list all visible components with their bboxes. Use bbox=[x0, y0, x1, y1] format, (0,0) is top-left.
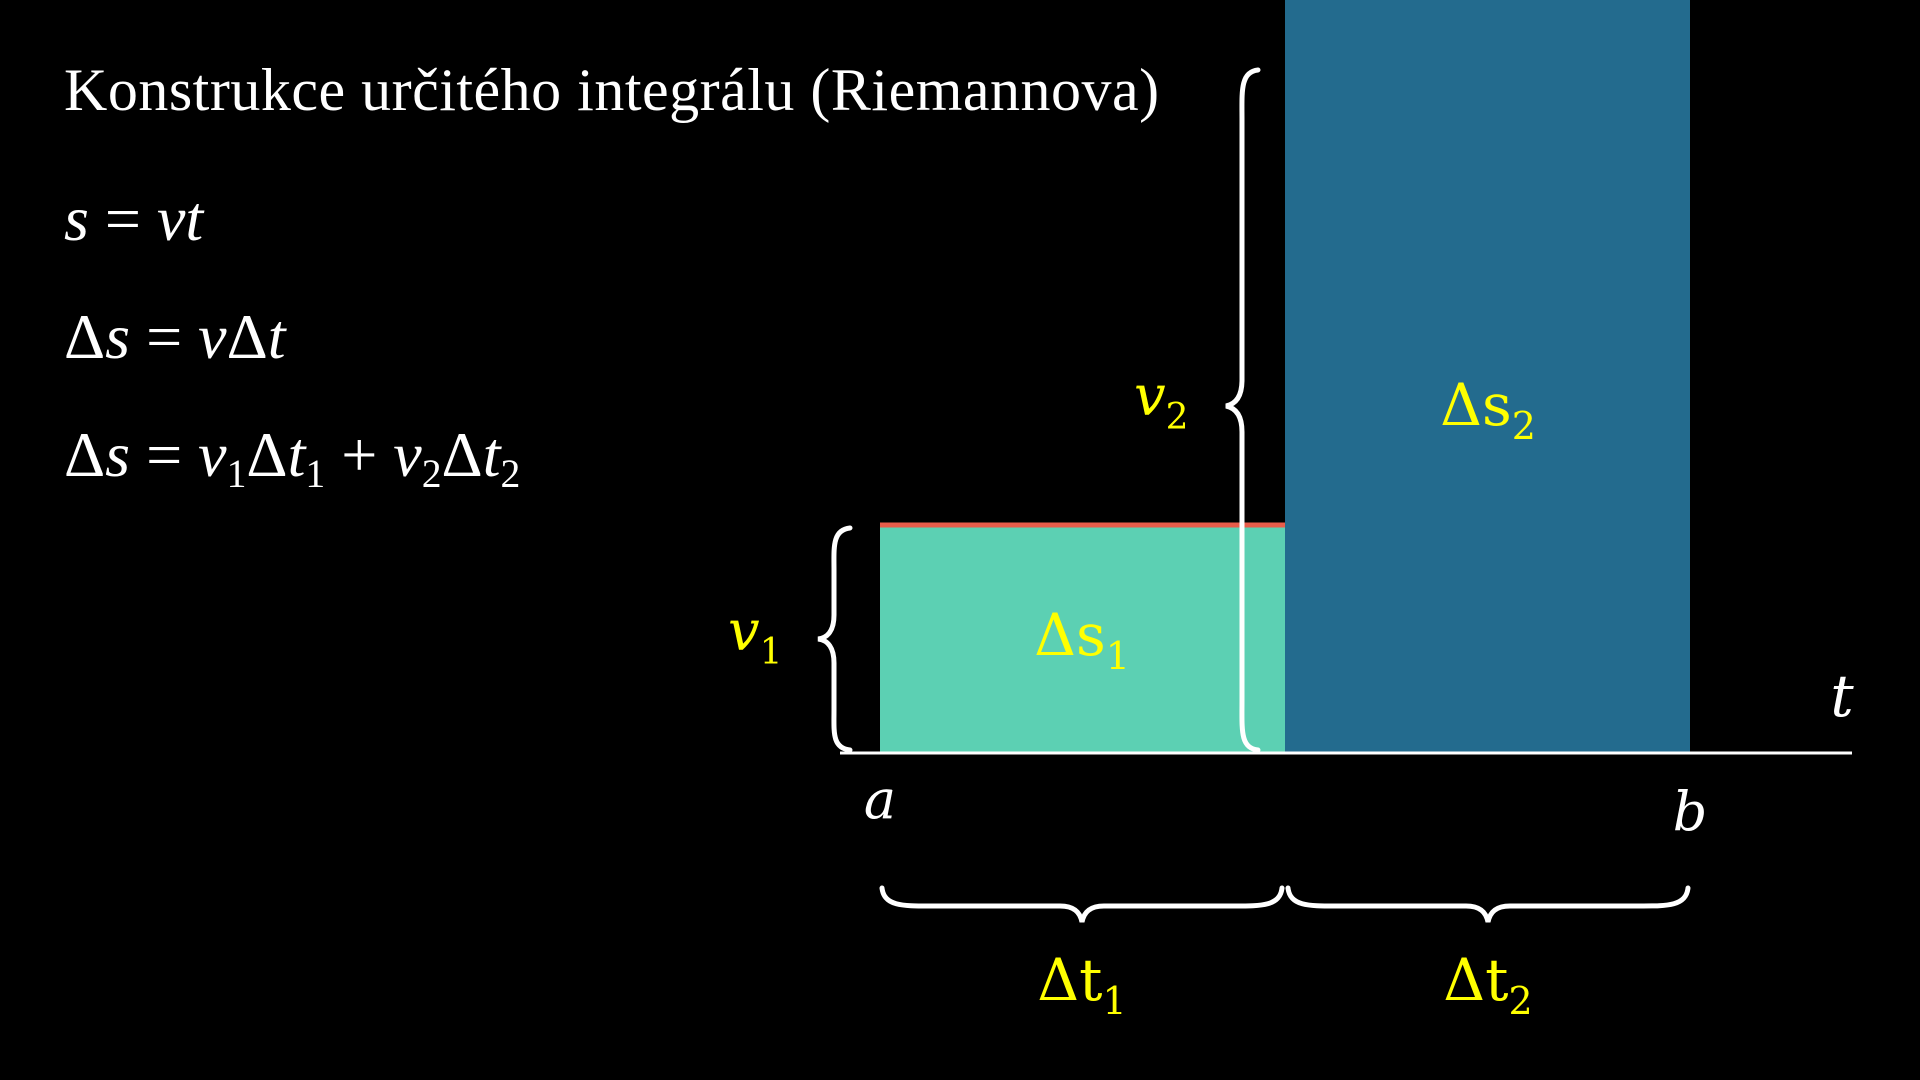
bar-1 bbox=[880, 525, 1285, 753]
endpoint-a: a bbox=[864, 768, 896, 831]
brace-v2 bbox=[1225, 67, 1261, 753]
label-v1: v1 bbox=[728, 599, 783, 673]
page-title: Konstrukce určitého integrálu (Riemannov… bbox=[64, 57, 1160, 123]
equation-2: Δs = vΔt bbox=[64, 301, 286, 372]
label-v2: v2 bbox=[1134, 364, 1189, 438]
label-ds1: Δs1 bbox=[1034, 601, 1130, 678]
bar-2 bbox=[1285, 0, 1690, 754]
label-dt2: Δt2 bbox=[1443, 946, 1532, 1023]
brace-dt1 bbox=[879, 885, 1285, 923]
label-dt1: Δt1 bbox=[1037, 946, 1126, 1023]
endpoint-b: b bbox=[1673, 780, 1708, 843]
label-ds2: Δs2 bbox=[1440, 371, 1536, 448]
brace-dt2 bbox=[1285, 885, 1691, 923]
brace-v1 bbox=[817, 525, 853, 753]
equation-3: Δs = v1Δt1 + v2Δt2 bbox=[64, 419, 521, 497]
equation-1: s = vt bbox=[64, 183, 204, 254]
axis-label-t: t bbox=[1830, 662, 1854, 730]
